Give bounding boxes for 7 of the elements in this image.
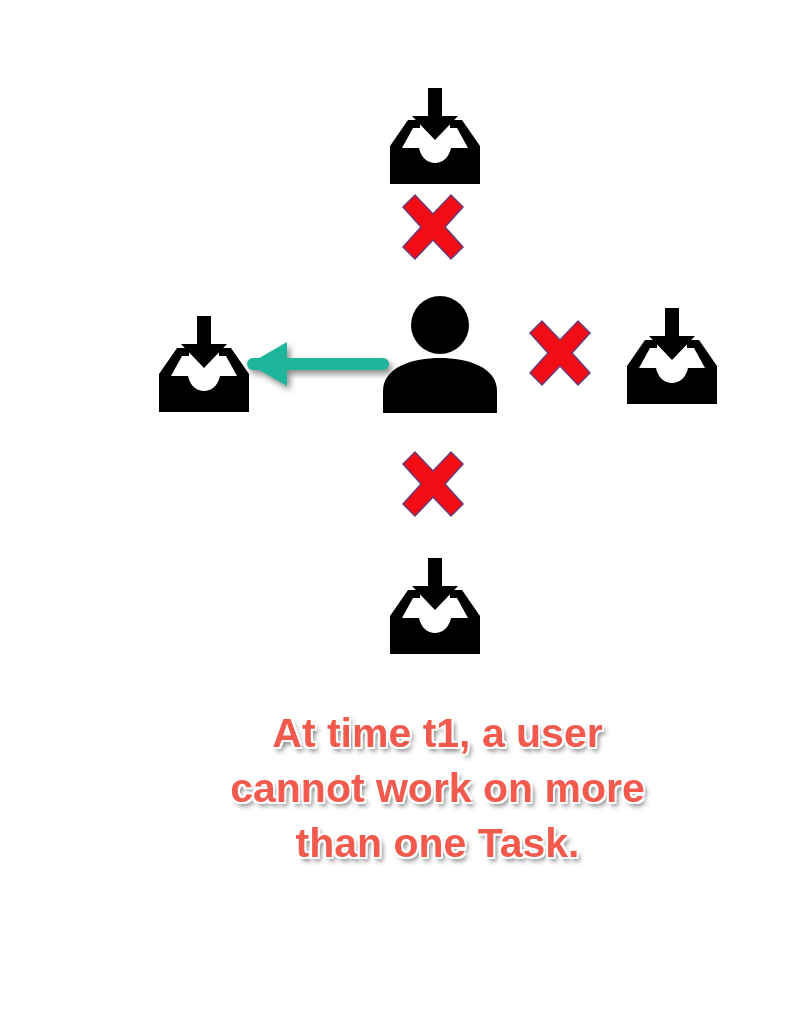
inbox-icon — [390, 88, 480, 184]
arrow — [247, 342, 389, 386]
inbox-icon — [159, 316, 249, 412]
person-icon — [383, 295, 497, 413]
inbox-icon — [627, 308, 717, 404]
caption: At time t1, a user cannot work on more than one Task. — [229, 709, 646, 868]
inbox-icon — [390, 558, 480, 654]
